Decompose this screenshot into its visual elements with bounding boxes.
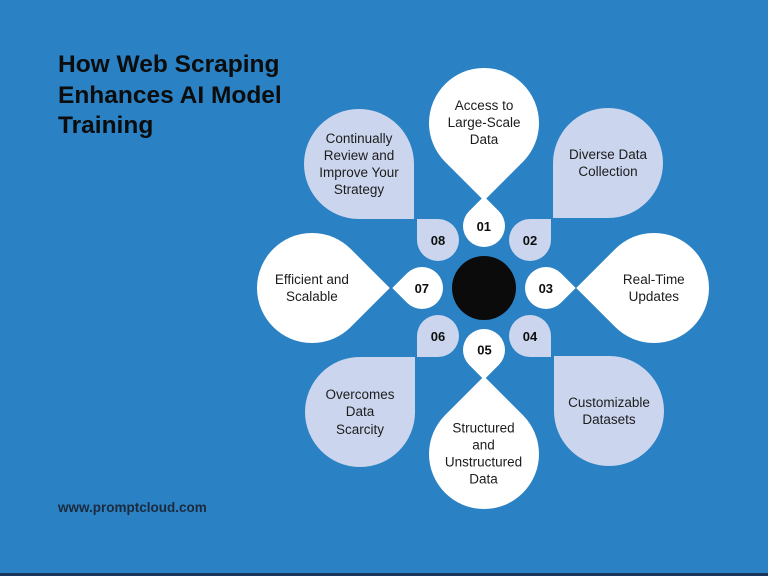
petal-customizable-datasets: Customizable Datasets: [554, 356, 664, 466]
petal-overcomes-data-scarcity: Overcomes Data Scarcity: [305, 357, 415, 467]
bottom-accent-bar: [0, 573, 768, 576]
badge-number: 06: [430, 328, 446, 344]
number-badge-04: 04: [509, 315, 551, 357]
number-badge-02: 02: [509, 219, 551, 261]
petal-label: Diverse Data Collection: [568, 146, 648, 179]
number-badge-07: 07: [392, 258, 452, 318]
petal-real-time-updates: Real-Time Updates: [576, 210, 732, 366]
website-url: www.promptcloud.com: [58, 500, 207, 515]
number-badge-08: 08: [417, 219, 459, 261]
petal-diverse-data-collection: Diverse Data Collection: [553, 108, 663, 218]
petal-label: Structured and Unstructured Data: [445, 420, 523, 488]
center-circle-icon: [452, 256, 516, 320]
petal-structured-and-unstructured-data: Structured and Unstructured Data: [406, 376, 562, 532]
page-title: How Web Scraping Enhances AI Model Train…: [58, 51, 282, 140]
petal-label: Continually Review and Improve Your Stra…: [319, 130, 399, 198]
petal-label: Customizable Datasets: [568, 394, 650, 427]
petal-label: Overcomes Data Scarcity: [325, 387, 395, 437]
number-badge-05: 05: [454, 320, 514, 380]
badge-number: 02: [522, 232, 538, 248]
petal-continually-review-strategy: Continually Review and Improve Your Stra…: [304, 109, 414, 219]
petal-access-to-large-scale-data: Access to Large-Scale Data: [406, 45, 562, 201]
number-badge-06: 06: [417, 315, 459, 357]
number-badge-01: 01: [454, 196, 514, 256]
petal-label: Efficient and Scalable: [274, 271, 350, 304]
badge-number: 07: [414, 280, 430, 296]
badge-number: 04: [522, 328, 538, 344]
badge-number: 01: [476, 218, 492, 234]
petal-label: Access to Large-Scale Data: [447, 98, 521, 148]
badge-number: 03: [538, 280, 554, 296]
badge-number: 05: [476, 342, 492, 358]
petal-efficient-and-scalable: Efficient and Scalable: [234, 210, 390, 366]
badge-number: 08: [430, 232, 446, 248]
number-badge-03: 03: [516, 258, 576, 318]
petal-label: Real-Time Updates: [623, 271, 685, 304]
